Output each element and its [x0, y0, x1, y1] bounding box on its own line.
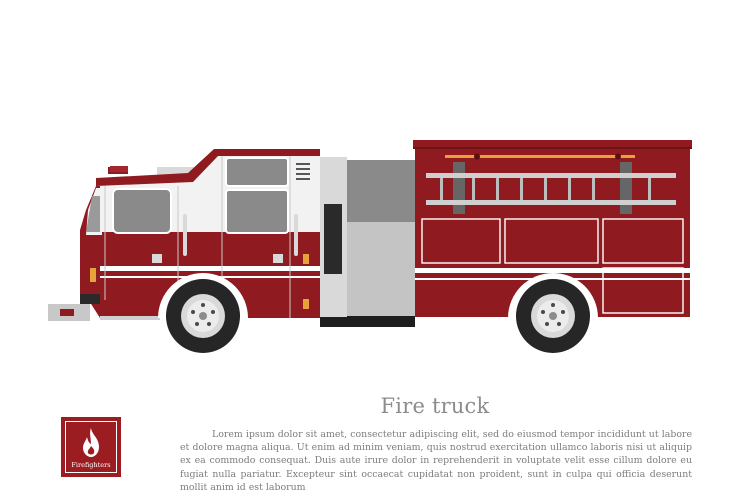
- caption-title: Fire truck: [380, 394, 490, 418]
- pump-panel: [320, 157, 415, 317]
- rear-wheel: [508, 273, 598, 353]
- badge-frame: [65, 421, 117, 473]
- front-wheel: [158, 273, 248, 353]
- flame-icon: [83, 428, 99, 457]
- ladder: [426, 153, 676, 214]
- caption-body: Lorem ipsum dolor sit amet, consectetur …: [180, 429, 692, 493]
- cab: [48, 149, 320, 321]
- badge-label: Firefighters: [71, 461, 111, 469]
- firefighters-badge: Firefighters: [61, 417, 121, 477]
